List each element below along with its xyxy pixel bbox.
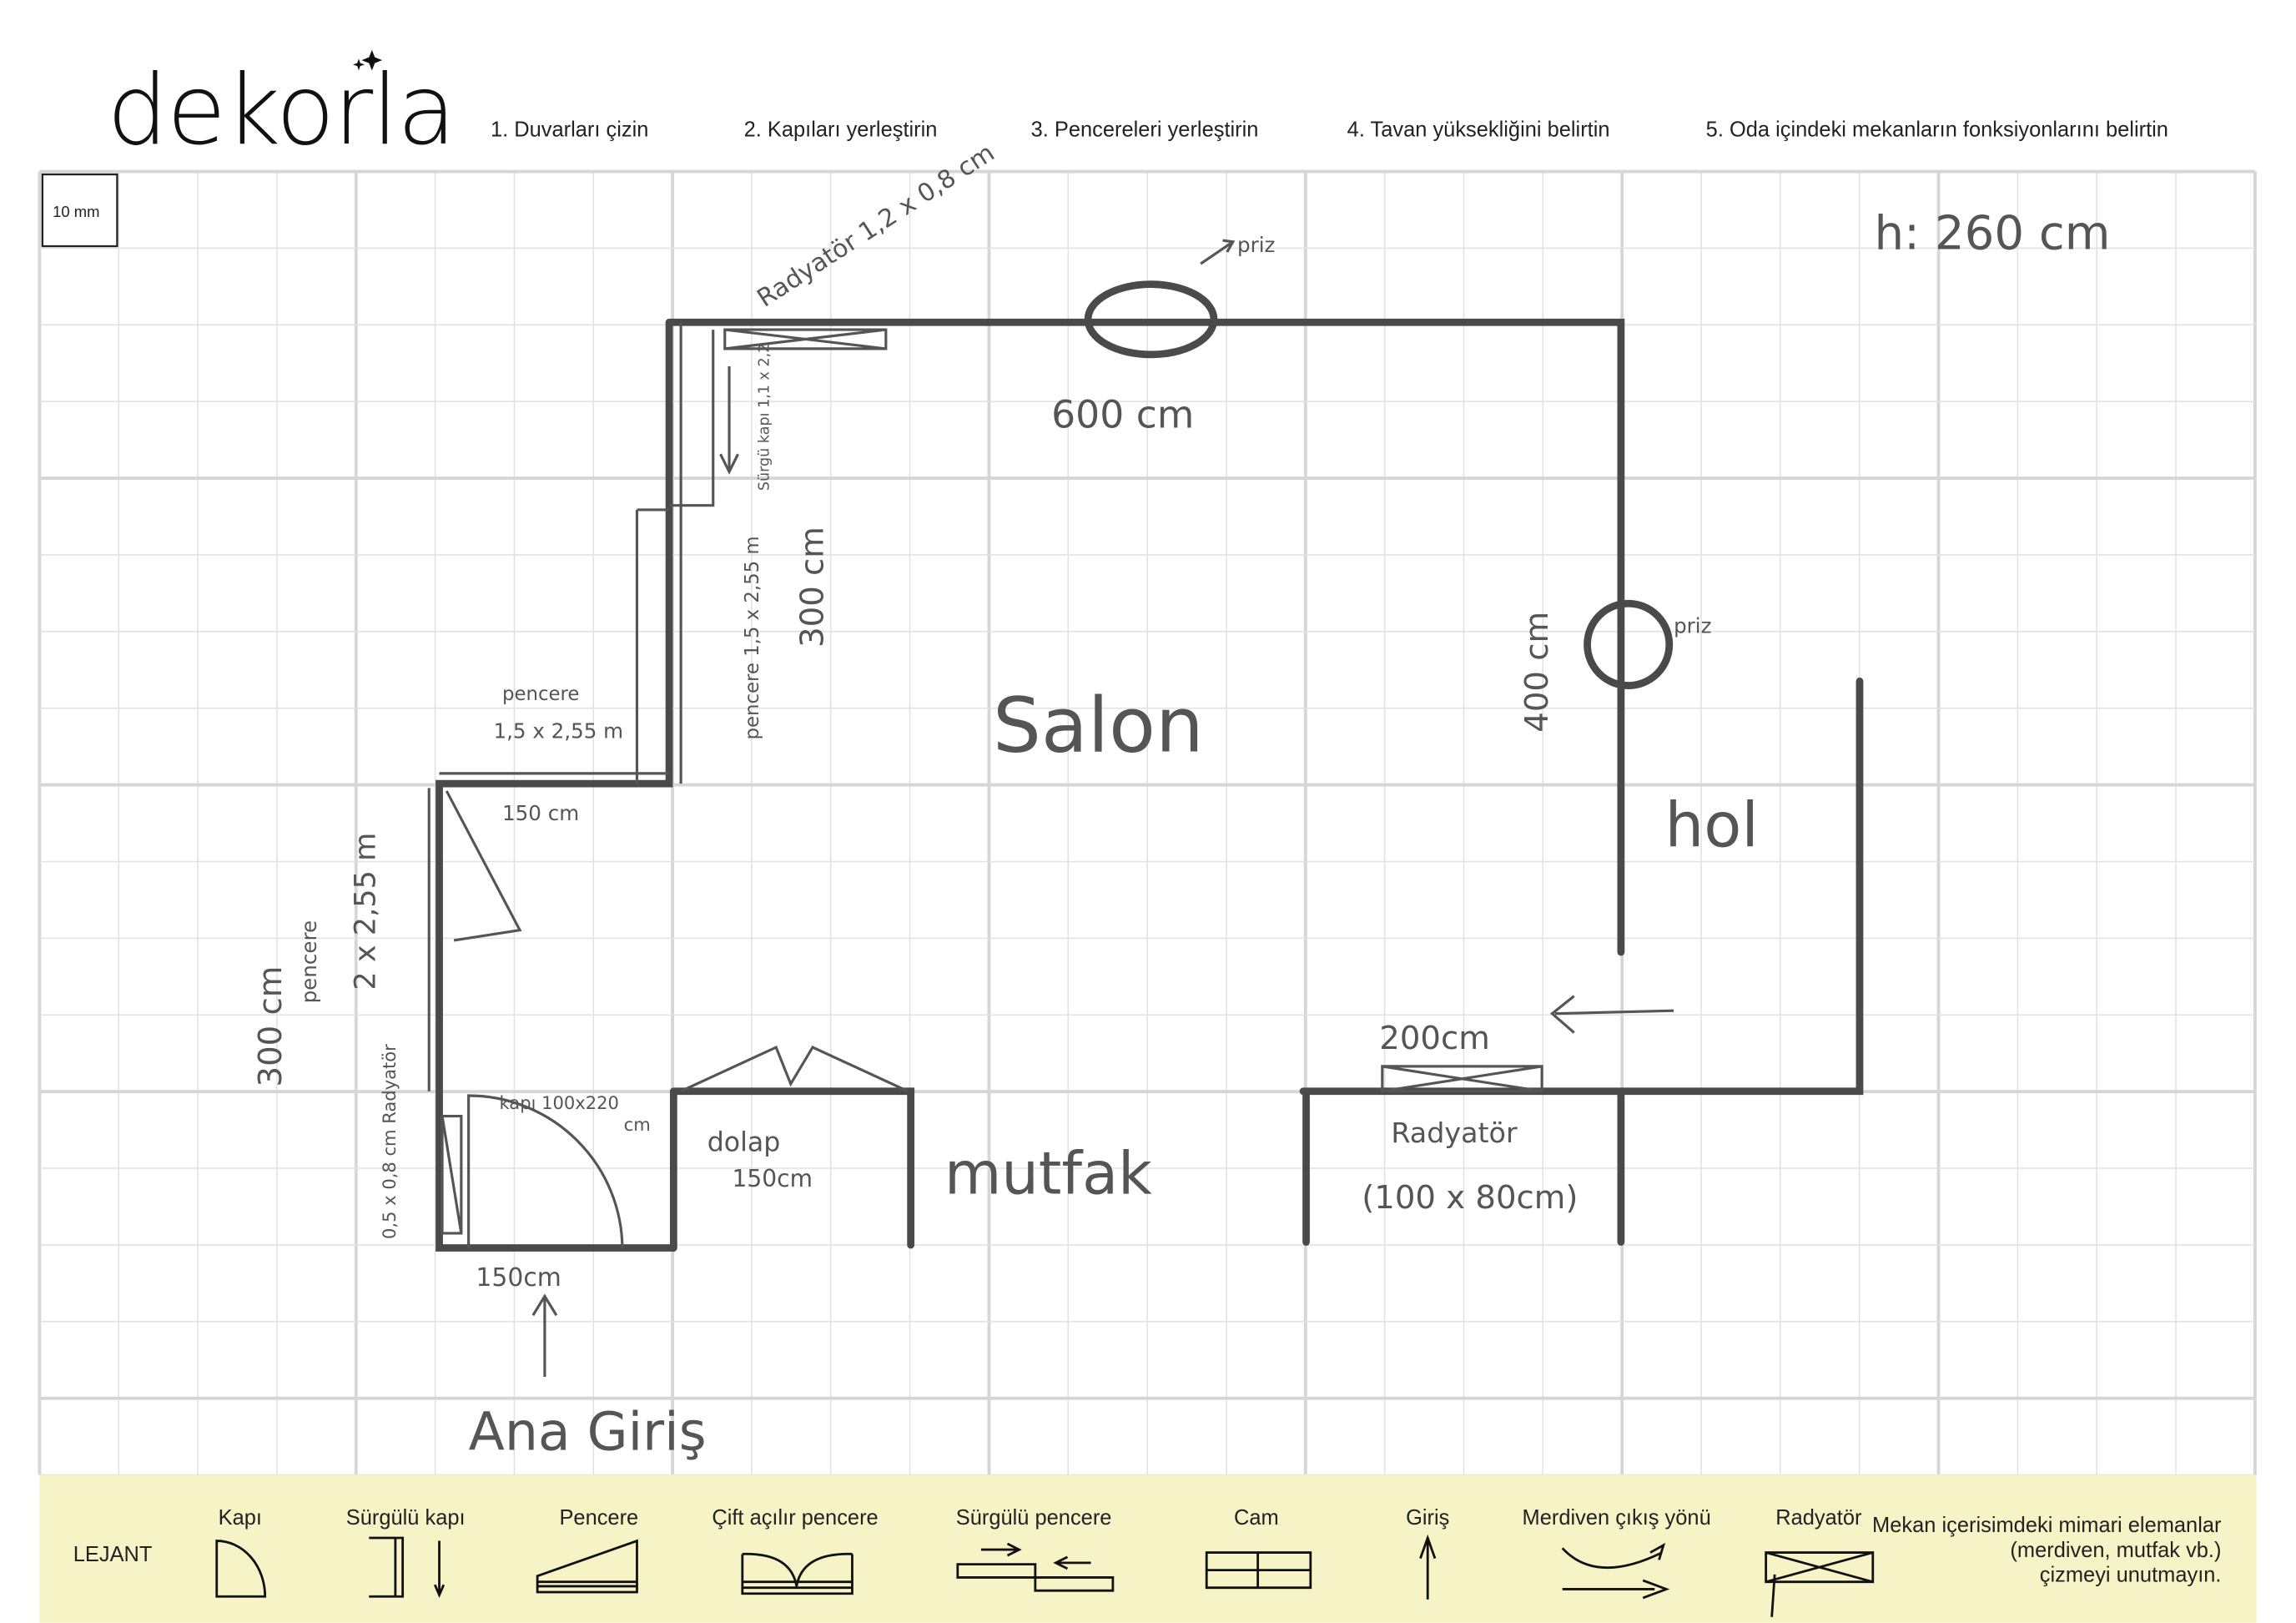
legend-glass-label: Cam bbox=[1234, 1506, 1279, 1530]
scale-label: 10 mm bbox=[53, 203, 99, 220]
step-1: 1. Duvarları çizin bbox=[491, 118, 648, 141]
radiator-left-label: 0,5 x 0,8 cm Radyatör bbox=[379, 1044, 400, 1239]
priz-right-label: priz bbox=[1674, 613, 1711, 638]
window-upper-label: pencere 1,5 x 2,55 m bbox=[742, 536, 763, 739]
window-h-dimension: 1,5 x 2,55 m bbox=[493, 719, 623, 743]
step-2: 2. Kapıları yerleştirin bbox=[744, 118, 938, 141]
double-window-icon bbox=[741, 1552, 853, 1595]
radiator-top-label: Radyatör 1,2 x 0,8 cm bbox=[752, 139, 999, 314]
legend-entrance-label: Giriş bbox=[1406, 1506, 1449, 1530]
entrance-arrow-icon bbox=[531, 1293, 558, 1377]
door-label-cm: cm bbox=[624, 1114, 651, 1135]
legend-background bbox=[39, 1474, 2257, 1623]
stairs-direction-icon bbox=[1561, 1542, 1670, 1600]
room-mutfak: mutfak bbox=[944, 1140, 1152, 1208]
dimension-200: 200cm bbox=[1379, 1020, 1490, 1057]
radiator-icon bbox=[1765, 1551, 1875, 1617]
legend-sliding-door-label: Sürgülü kapı bbox=[346, 1506, 466, 1530]
lower-left-dimension: 300 cm bbox=[252, 966, 290, 1087]
steps: 1. Duvarları çizin 2. Kapıları yerleştir… bbox=[491, 118, 2168, 141]
double-window-symbol bbox=[680, 1045, 909, 1093]
scale-box bbox=[41, 173, 118, 248]
door-swing-upper bbox=[445, 790, 522, 942]
window-icon bbox=[536, 1539, 638, 1594]
sliding-door-icon bbox=[369, 1536, 446, 1599]
legend-sliding-window-label: Sürgülü pencere bbox=[956, 1506, 1112, 1530]
legend: LEJANT Kapı Sürgülü kapı Pencere Çift aç… bbox=[39, 1474, 2257, 1623]
legend-door-label: Kapı bbox=[219, 1506, 262, 1530]
radiator-bottom-label: Radyatör bbox=[1391, 1116, 1518, 1149]
dolap-dimension: 150cm bbox=[733, 1165, 813, 1192]
legend-double-window-label: Çift açılır pencere bbox=[712, 1506, 878, 1530]
entrance-label: Ana Giriş bbox=[469, 1401, 707, 1463]
window-left-label: pencere bbox=[297, 920, 321, 1004]
legend-radiator-label: Radyatör bbox=[1775, 1506, 1862, 1530]
sliding-door-label: Sürgü kapı 1,1 x 2,2 bbox=[756, 344, 773, 491]
legend-note-line-3: çizmeyi unutmayın. bbox=[2040, 1564, 2222, 1587]
arrow-hol bbox=[1549, 995, 1674, 1034]
legend-stairs-label: Merdiven çıkış yönü bbox=[1523, 1506, 1711, 1530]
legend-title: LEJANT bbox=[73, 1543, 153, 1566]
sparkle-icon bbox=[352, 49, 383, 71]
sliding-window-icon bbox=[956, 1542, 1115, 1592]
top-dimension: 600 cm bbox=[1051, 393, 1194, 437]
logo-text: dekorla bbox=[107, 54, 455, 167]
step-4: 4. Tavan yüksekliğini belirtin bbox=[1347, 118, 1610, 141]
dimension-150-bottom: 150cm bbox=[476, 1263, 561, 1293]
window-h-label: pencere bbox=[502, 683, 579, 705]
entrance-icon bbox=[1419, 1534, 1437, 1600]
priz-top-label: priz bbox=[1237, 233, 1275, 257]
legend-window-label: Pencere bbox=[559, 1506, 638, 1530]
door-swing-symbol bbox=[467, 1094, 624, 1248]
sliding-door-symbol bbox=[669, 330, 739, 507]
walls bbox=[427, 239, 1864, 1377]
radiator-left-symbol bbox=[441, 1114, 463, 1235]
door-icon bbox=[215, 1540, 267, 1598]
door-label: kapı 100x220 bbox=[499, 1092, 618, 1113]
legend-note-line-2: (merdiven, mutfak vb.) bbox=[2010, 1539, 2221, 1562]
step-5: 5. Oda içindeki mekanların fonksiyonları… bbox=[1706, 118, 2168, 141]
room-salon: Salon bbox=[993, 681, 1204, 770]
handwritten-labels: h: 260 cm Radyatör 1,2 x 0,8 cm priz 600… bbox=[252, 139, 2111, 1463]
grid-paper bbox=[38, 169, 2257, 1476]
radiator-top-symbol bbox=[723, 328, 888, 350]
dolap-label: dolap bbox=[707, 1128, 781, 1158]
right-dimension: 400 cm bbox=[1518, 612, 1556, 733]
dimension-150-upper: 150 cm bbox=[502, 801, 579, 825]
ceiling-height-label: h: 260 cm bbox=[1875, 207, 2111, 261]
radiator-bottom-symbol bbox=[1381, 1065, 1543, 1093]
outlet-top-icon bbox=[1084, 280, 1218, 359]
upper-left-dimension: 300 cm bbox=[793, 527, 831, 648]
step-3: 3. Pencereleri yerleştirin bbox=[1031, 118, 1259, 141]
outlet-right-icon bbox=[1584, 599, 1674, 689]
window-left-dimension: 2 x 2,55 m bbox=[348, 833, 382, 990]
glass-icon bbox=[1205, 1551, 1312, 1590]
legend-note-line-1: Mekan içerisimdeki mimari elemanlar bbox=[1872, 1514, 2222, 1537]
radiator-bottom-dimension: (100 x 80cm) bbox=[1362, 1179, 1578, 1217]
room-hol: hol bbox=[1665, 791, 1759, 862]
dekorla-logo: dekorla bbox=[107, 49, 456, 167]
